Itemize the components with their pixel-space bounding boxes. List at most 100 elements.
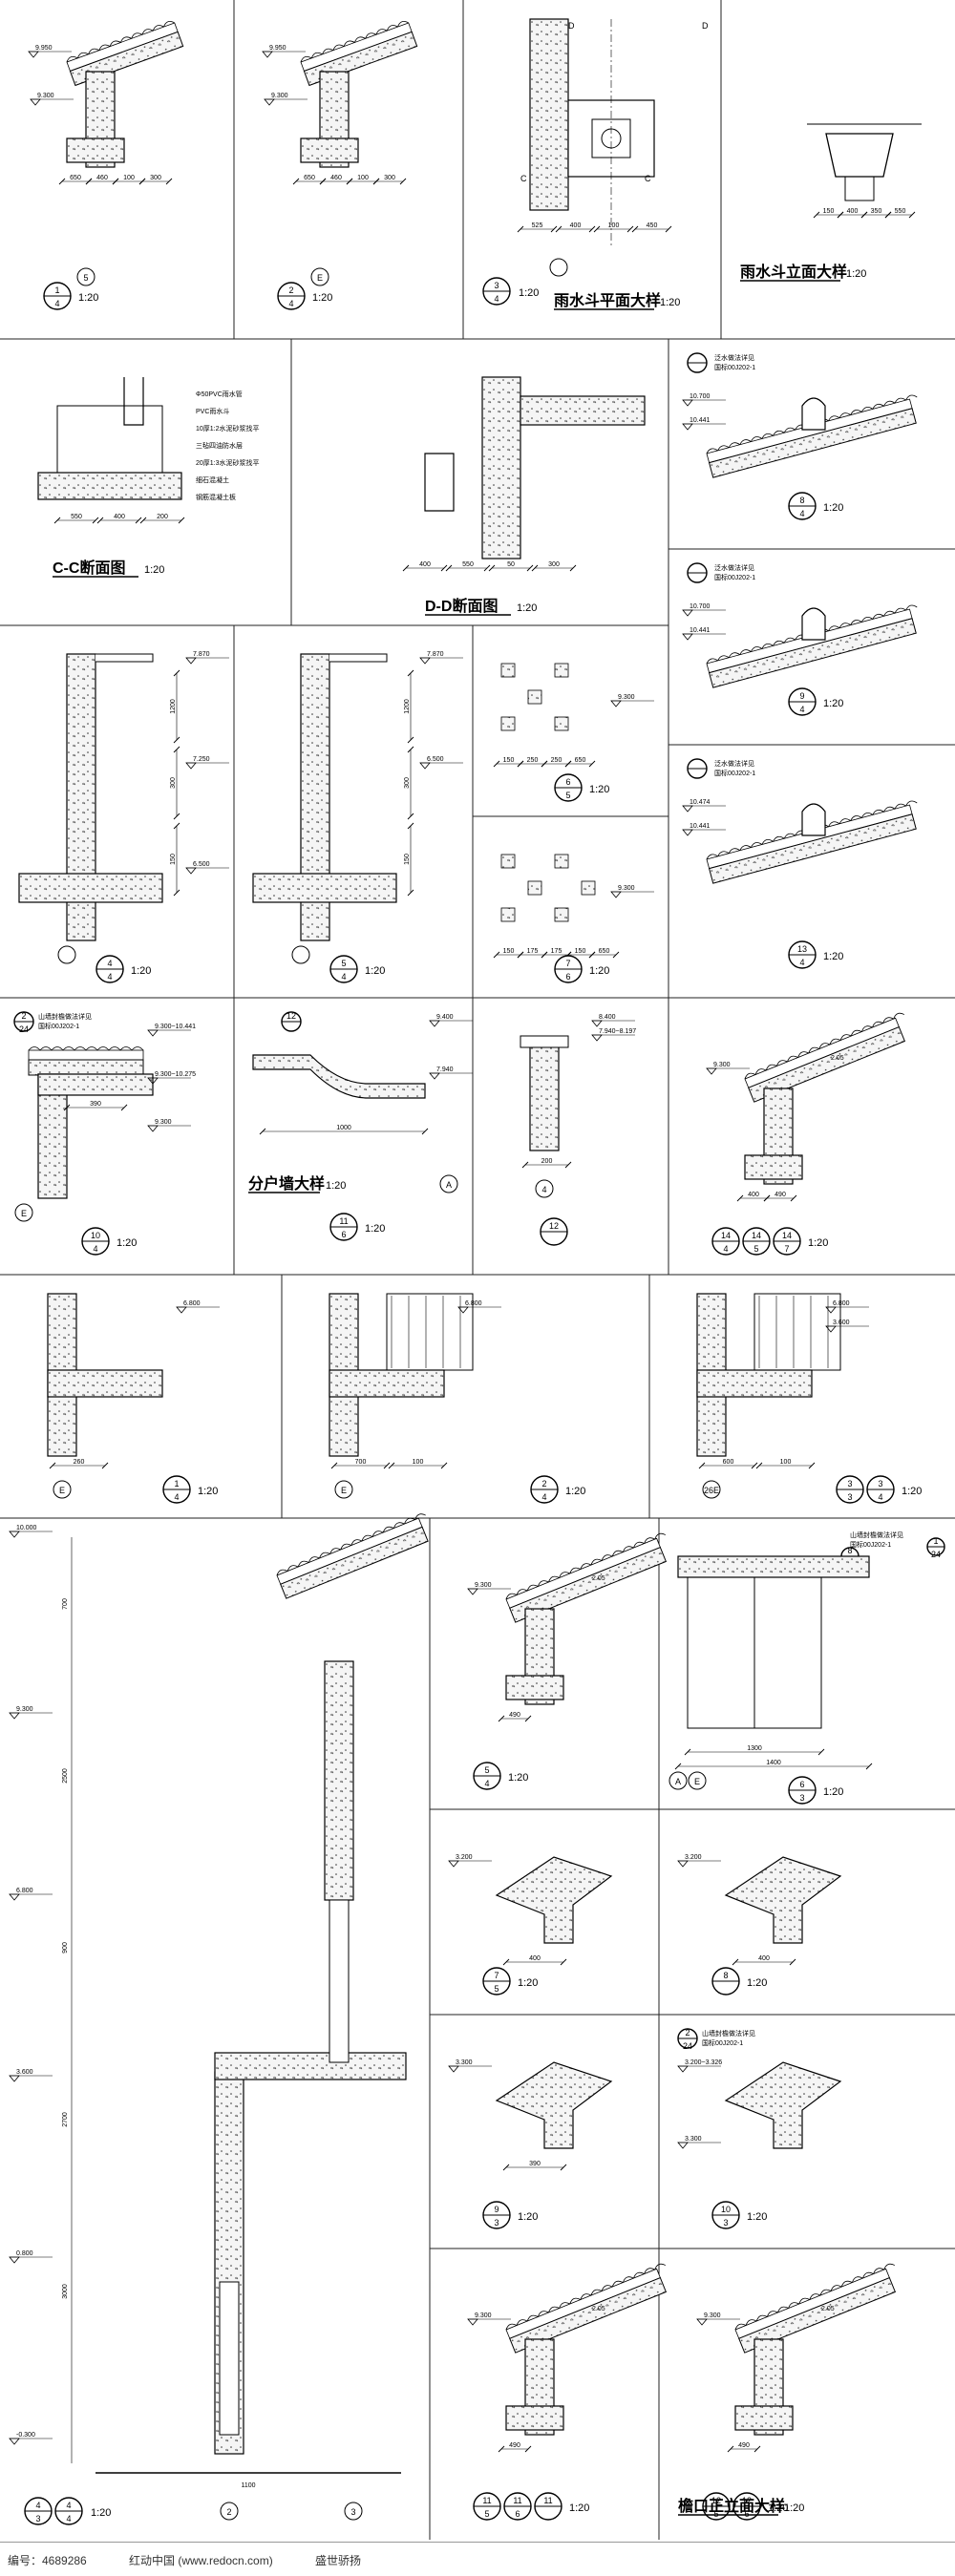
dimension-tick <box>493 760 500 768</box>
detail-index-symbol: 76 <box>554 955 583 983</box>
layer-note: 三毡四油防水层 <box>196 441 243 450</box>
elevation-value: 9.300 <box>271 93 288 99</box>
tile-arc <box>375 29 388 35</box>
detail-index-symbol <box>687 758 708 779</box>
detail-title-scale: 1:20 <box>784 2502 804 2514</box>
tile-arc <box>839 1034 852 1041</box>
tile-arc <box>872 613 884 620</box>
window-frame <box>386 1293 474 1371</box>
dimension-tick <box>292 178 300 185</box>
elevation-value: 0.800 <box>16 2250 33 2257</box>
detail-index-symbol <box>687 562 708 583</box>
elevation-mark <box>825 1306 837 1314</box>
axis-bubble <box>57 945 76 964</box>
tile-arc <box>163 21 175 28</box>
eave-bracket <box>495 1856 613 1944</box>
tile-arc <box>354 36 366 43</box>
detail-title: 雨水斗平面大样 <box>554 291 661 309</box>
roof-slab <box>509 1546 668 1623</box>
detail-p5: Φ50PVC雨水管PVC雨水斗10厚1:2水泥砂浆找平三毡四油防水层20厚1:3… <box>37 377 260 578</box>
elevation-value: 10.441 <box>690 627 711 634</box>
elevation-value: 10.700 <box>690 393 711 400</box>
detail-index-number: 2 <box>685 2028 690 2038</box>
dimension-tick <box>524 1715 532 1722</box>
tile-arc <box>893 1012 905 1020</box>
roof-slab <box>509 2276 668 2354</box>
detail-scale: 1:20 <box>117 1237 137 1249</box>
detail-sheet-number: 3 <box>847 1492 852 1502</box>
dimension-tick <box>372 178 380 185</box>
dimension-tick <box>498 1715 505 1722</box>
detail-index-number: 12 <box>286 1011 296 1021</box>
vent-block <box>554 716 569 731</box>
dimension-value: 150 <box>404 854 411 865</box>
detail-index-number: 12 <box>549 1221 559 1231</box>
dimension-value: 550 <box>462 561 474 568</box>
dimension-value: 400 <box>758 1955 770 1962</box>
dimension-value: 525 <box>532 222 543 229</box>
elevation-mark <box>185 657 197 665</box>
axis-label: A <box>446 1180 452 1190</box>
dimension-value: 50 <box>507 561 515 568</box>
reference-code: 国标00J202-1 <box>850 1540 891 1549</box>
dimension-tick <box>407 669 414 677</box>
dimension-tick <box>736 1194 744 1202</box>
detail-index-symbol: 125 <box>702 2492 731 2521</box>
detail-sheet-number: 6 <box>341 1230 346 1239</box>
axis-bubble <box>310 267 329 286</box>
detail-sheet-number: 6 <box>744 2509 749 2519</box>
section-mark: D <box>568 21 575 31</box>
detail-index-symbol: 75 <box>482 1967 511 1995</box>
concrete-section <box>529 18 569 211</box>
concrete-section <box>481 376 521 560</box>
elevation-value: 9.300 <box>37 93 54 99</box>
dimension-value: 650 <box>304 175 315 181</box>
detail-index-number: 4 <box>107 959 112 968</box>
dimension-tick <box>165 178 173 185</box>
dimension-tick <box>259 1128 266 1135</box>
detail-index-number: 7 <box>494 1971 499 1980</box>
vent-block <box>554 854 569 869</box>
concrete-section <box>505 1675 564 1700</box>
elevation-value: 3.200~3.326 <box>685 2059 722 2066</box>
elevation-value: 6.800 <box>183 1300 201 1307</box>
axis-bubble <box>702 1480 721 1499</box>
dimension-value: 1100 <box>241 2482 255 2489</box>
dimension-tick <box>531 564 539 572</box>
detail-index-number: 5 <box>341 959 346 968</box>
dimension-tick <box>790 1194 797 1202</box>
detail-index-number: 3 <box>878 1479 882 1489</box>
dimension-tick <box>488 564 496 572</box>
dimension-value: 200 <box>157 514 168 520</box>
elevation-mark <box>677 2142 689 2149</box>
detail-sheet-number: 4 <box>799 509 804 518</box>
dimension-value: 650 <box>575 757 586 764</box>
dimension-tick <box>402 564 410 572</box>
dimension-value: 400 <box>748 1192 759 1198</box>
detail-index-symbol: 8 <box>711 1967 740 1995</box>
axis-bubble <box>220 2502 239 2521</box>
tile-arc <box>728 848 740 854</box>
dimension-tick <box>138 178 146 185</box>
dimension-value: 490 <box>509 1712 520 1719</box>
tile-arc <box>559 2302 570 2309</box>
detail-scale: 1:20 <box>569 2502 589 2514</box>
vent-block <box>500 716 516 731</box>
tile-arc <box>109 40 121 47</box>
elevation-value: 9.300 <box>16 1706 33 1713</box>
detail-scale: 1:20 <box>768 2502 788 2514</box>
tile-arc <box>761 643 774 649</box>
dimension-value: 460 <box>330 175 342 181</box>
dimension-tick <box>120 1104 128 1111</box>
axis-label: 4 <box>541 1185 546 1194</box>
tile-arc <box>751 436 763 442</box>
elevation-mark <box>677 1860 689 1868</box>
axis-bubble <box>688 1771 707 1790</box>
axis-label: 5 <box>83 273 88 283</box>
detail-index-number: 6 <box>799 1780 804 1789</box>
tile-arc <box>809 2293 821 2300</box>
